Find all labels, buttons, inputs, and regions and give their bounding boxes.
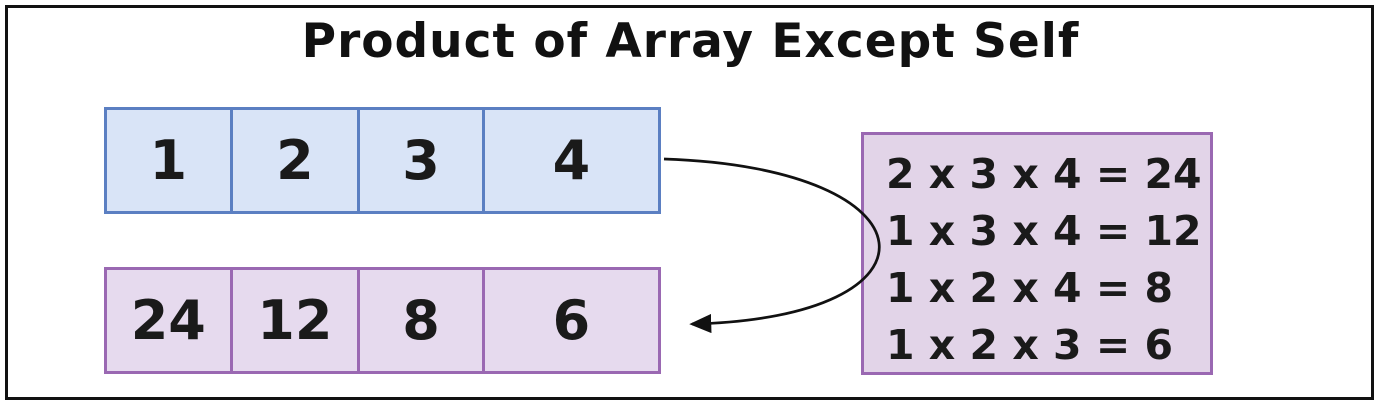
output-array-cell-0: 24 <box>107 270 233 371</box>
calculation-box: 2 x 3 x 4 = 24 1 x 3 x 4 = 12 1 x 2 x 4 … <box>861 132 1213 375</box>
input-array-cell-1: 2 <box>233 110 361 211</box>
input-array-cell-2: 3 <box>360 110 485 211</box>
diagram-frame <box>5 5 1374 400</box>
input-array-cell-3: 4 <box>552 129 591 192</box>
calculation-line-2: 1 x 2 x 4 = 8 <box>886 264 1173 312</box>
output-array-cell-2: 8 <box>360 270 485 371</box>
input-array: 1 2 3 4 <box>104 107 661 214</box>
calculation-line-0: 2 x 3 x 4 = 24 <box>886 150 1202 198</box>
output-array-cell-3: 6 <box>552 289 591 352</box>
output-array: 24 12 8 6 <box>104 267 661 374</box>
page-title: Product of Array Except Self <box>301 14 1080 69</box>
output-array-cell-1: 12 <box>233 270 361 371</box>
calculation-line-1: 1 x 3 x 4 = 12 <box>886 207 1202 255</box>
input-array-cell-0: 1 <box>107 110 233 211</box>
calculation-line-3: 1 x 2 x 3 = 6 <box>886 321 1173 369</box>
